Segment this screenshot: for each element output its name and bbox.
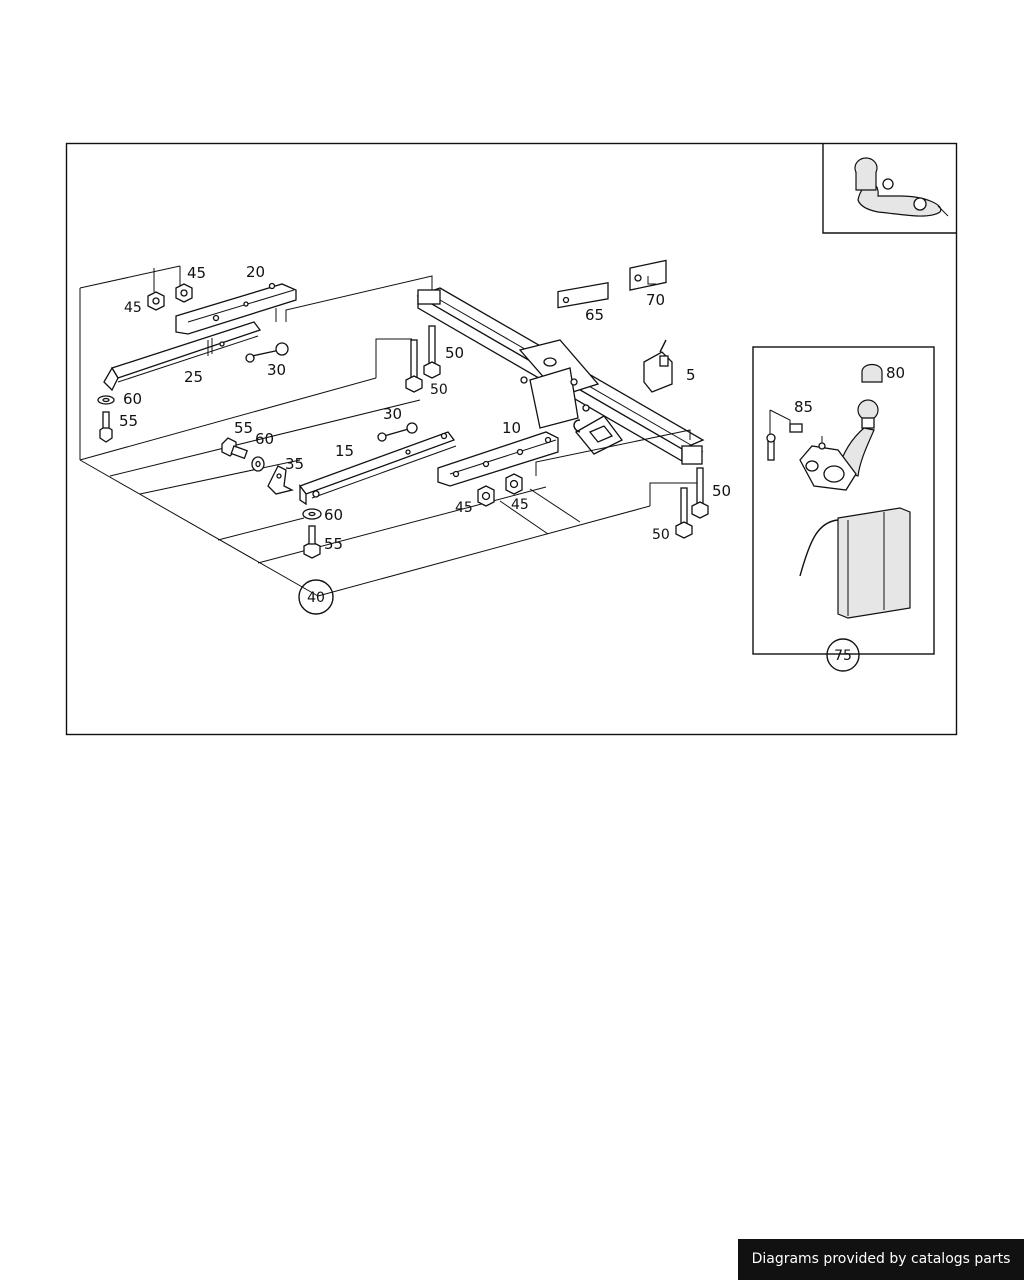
callout-40-circle: [298, 579, 334, 615]
link-30-upper: [245, 342, 289, 363]
label-50-a: 50: [445, 344, 464, 362]
label-45-d: 45: [511, 497, 529, 513]
tow-hitch-thumbnail: [822, 143, 957, 234]
bracket-35: [267, 465, 294, 495]
bolt-50-c: [691, 467, 709, 519]
label-30-lower: 30: [383, 405, 402, 423]
ball-hitch-kit-inset: [752, 346, 935, 655]
label-50-d: 50: [652, 527, 670, 543]
bracket-25: [103, 321, 262, 392]
label-20: 20: [246, 263, 265, 281]
mounting-plane: [79, 265, 700, 597]
label-55-c: 55: [324, 535, 343, 553]
label-35: 35: [285, 455, 304, 473]
label-15: 15: [335, 442, 354, 460]
label-80: 80: [886, 364, 905, 382]
bolt-50-b: [423, 325, 441, 379]
label-55-b: 55: [234, 419, 253, 437]
label-45-c: 45: [455, 500, 473, 516]
credit-banner: Diagrams provided by catalogs parts: [738, 1239, 1024, 1280]
label-45-b: 45: [187, 264, 206, 282]
link-30-lower: [377, 422, 418, 442]
diagram-frame: [65, 142, 958, 736]
callout-75-circle: [826, 638, 860, 672]
label-60-a: 60: [123, 390, 142, 408]
label-10: 10: [502, 419, 521, 437]
label-60-b: 60: [255, 430, 274, 448]
label-85: 85: [794, 398, 813, 416]
socket-5: [643, 339, 673, 393]
screw-55-b: [221, 437, 248, 460]
nut-45-d: [505, 473, 523, 495]
callout-75-label: 75: [834, 648, 852, 664]
sticker-65: [557, 282, 609, 309]
washer-60-a: [97, 395, 115, 405]
nut-45-a: [147, 268, 165, 311]
washer-60-c: [302, 508, 322, 520]
screw-55-c: [303, 525, 321, 559]
label-25: 25: [184, 368, 203, 386]
label-70: 70: [646, 291, 665, 309]
label-65: 65: [585, 306, 604, 324]
washer-60-b: [251, 456, 265, 472]
label-50-c: 50: [712, 482, 731, 500]
label-5: 5: [686, 366, 696, 384]
nut-45-c: [477, 485, 495, 507]
screw-55-a: [99, 411, 113, 443]
label-45-a: 45: [124, 300, 142, 316]
main-crossbar: [275, 275, 705, 476]
bracket-10: [437, 431, 559, 487]
bracket-15: [298, 431, 457, 506]
bolt-50-d: [675, 487, 693, 539]
bracket-20: [175, 282, 297, 335]
label-50-b: 50: [430, 382, 448, 398]
callout-40-label: 40: [307, 590, 325, 606]
nut-45-b: [175, 266, 193, 303]
label-60-c: 60: [324, 506, 343, 524]
label-55-a: 55: [119, 412, 138, 430]
bolt-50-a: [405, 339, 423, 393]
sticker-70: [629, 259, 667, 291]
label-30-upper: 30: [267, 361, 286, 379]
